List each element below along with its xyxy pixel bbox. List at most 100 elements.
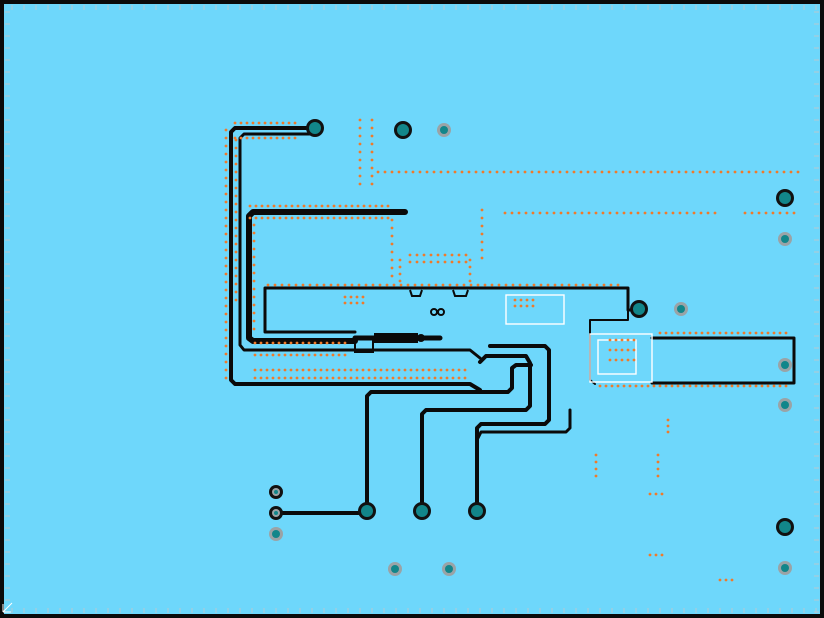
stitch-dot bbox=[463, 368, 467, 372]
stitch-dot bbox=[224, 176, 228, 180]
stitch-dot bbox=[370, 118, 374, 122]
stitch-dot bbox=[413, 283, 417, 287]
stitch-dot bbox=[789, 170, 793, 174]
stitch-dot bbox=[488, 170, 492, 174]
stitch-dot bbox=[766, 384, 770, 388]
stitch-dot bbox=[654, 492, 658, 496]
via[interactable] bbox=[388, 562, 402, 576]
stitch-dot bbox=[656, 453, 660, 457]
stitch-dot bbox=[724, 578, 728, 582]
stitch-dot bbox=[565, 170, 569, 174]
stitch-dot bbox=[397, 368, 401, 372]
stitch-dot bbox=[778, 331, 782, 335]
via[interactable] bbox=[468, 502, 486, 520]
stitch-dot bbox=[676, 384, 680, 388]
stitch-dot bbox=[441, 283, 445, 287]
stitch-dot bbox=[420, 283, 424, 287]
stitch-dot bbox=[480, 256, 484, 260]
via[interactable] bbox=[776, 518, 794, 536]
stitch-dot bbox=[293, 121, 297, 125]
via[interactable] bbox=[778, 358, 792, 372]
stitch-dot bbox=[343, 368, 347, 372]
stitch-dot bbox=[517, 211, 521, 215]
via[interactable] bbox=[358, 502, 376, 520]
stitch-dot bbox=[370, 126, 374, 130]
stitch-dot bbox=[513, 298, 517, 302]
stitch-dot bbox=[418, 170, 422, 174]
via[interactable] bbox=[394, 121, 412, 139]
via[interactable] bbox=[776, 189, 794, 207]
stitch-dot bbox=[730, 331, 734, 335]
stitch-dot bbox=[234, 138, 238, 142]
stitch-dot bbox=[391, 376, 395, 380]
via[interactable] bbox=[413, 502, 431, 520]
stitch-dot bbox=[433, 376, 437, 380]
stitch-dot bbox=[349, 376, 353, 380]
stitch-dot bbox=[399, 283, 403, 287]
stitch-dot bbox=[234, 186, 238, 190]
via[interactable] bbox=[437, 123, 451, 137]
via[interactable] bbox=[778, 561, 792, 575]
stitch-dot bbox=[480, 232, 484, 236]
stitch-dot bbox=[632, 358, 636, 362]
stitch-dot bbox=[524, 211, 528, 215]
stitch-dot bbox=[224, 296, 228, 300]
trace-rect-main bbox=[263, 286, 642, 334]
stitch-dot bbox=[398, 265, 402, 269]
stitch-dot bbox=[358, 158, 362, 162]
stitch-dot bbox=[724, 331, 728, 335]
stitch-dot bbox=[754, 170, 758, 174]
via[interactable] bbox=[269, 527, 283, 541]
stitch-dot bbox=[308, 283, 312, 287]
stitch-dot bbox=[278, 204, 282, 208]
stitch-dot bbox=[445, 376, 449, 380]
stitch-dot bbox=[287, 136, 291, 140]
stitch-dot bbox=[290, 204, 294, 208]
stitch-dot bbox=[367, 376, 371, 380]
stitch-dot bbox=[307, 353, 311, 357]
via[interactable] bbox=[674, 302, 688, 316]
stitch-dot bbox=[260, 204, 264, 208]
stitch-dot bbox=[374, 204, 378, 208]
stitch-dot bbox=[464, 260, 468, 264]
stitch-dot bbox=[265, 353, 269, 357]
stitch-dot bbox=[376, 170, 380, 174]
stitch-dot bbox=[595, 283, 599, 287]
pad-left-box[interactable] bbox=[354, 337, 374, 353]
via[interactable] bbox=[778, 398, 792, 412]
stitch-dot bbox=[436, 260, 440, 264]
stitch-dot bbox=[370, 142, 374, 146]
via[interactable] bbox=[306, 119, 324, 137]
small-via-a[interactable] bbox=[417, 334, 425, 342]
connector-pad-array[interactable] bbox=[374, 333, 418, 343]
stitch-dot bbox=[480, 216, 484, 220]
stitch-dot bbox=[224, 248, 228, 252]
via[interactable] bbox=[630, 300, 648, 318]
stitch-dot bbox=[615, 211, 619, 215]
via[interactable] bbox=[778, 232, 792, 246]
via[interactable] bbox=[269, 485, 283, 499]
small-via-c[interactable] bbox=[437, 308, 445, 316]
stitch-dot bbox=[530, 170, 534, 174]
stitch-dot bbox=[252, 231, 256, 235]
stitch-dot bbox=[271, 341, 275, 345]
via[interactable] bbox=[442, 562, 456, 576]
stitch-dot bbox=[390, 226, 394, 230]
silk-component-u2[interactable] bbox=[589, 333, 653, 383]
silkscreen bbox=[505, 294, 653, 383]
stitch-dot bbox=[684, 170, 688, 174]
stitch-dot bbox=[650, 211, 654, 215]
stitch-dot bbox=[620, 348, 624, 352]
via[interactable] bbox=[269, 506, 283, 520]
stitch-dot bbox=[319, 376, 323, 380]
stitch-dot bbox=[277, 376, 281, 380]
stitch-dot bbox=[224, 280, 228, 284]
stitch-dot bbox=[694, 384, 698, 388]
stitch-dot bbox=[370, 182, 374, 186]
stitch-dot bbox=[546, 283, 550, 287]
silk-component-u1[interactable] bbox=[505, 294, 565, 325]
stitch-dot bbox=[656, 467, 660, 471]
